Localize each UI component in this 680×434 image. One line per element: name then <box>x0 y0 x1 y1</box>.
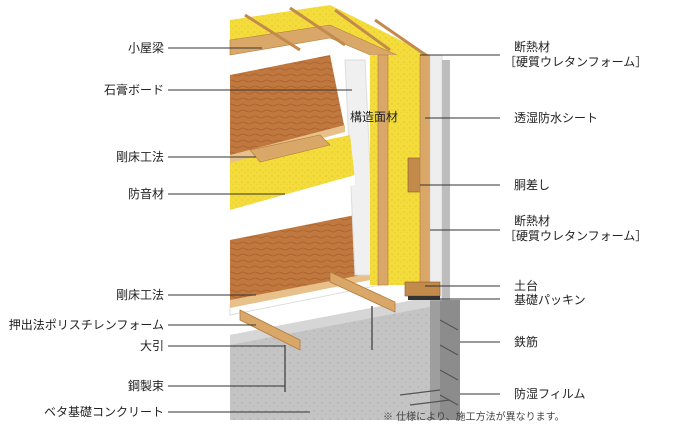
label-obiki: 大引 <box>139 339 164 353</box>
upper-floor <box>230 55 345 163</box>
label-gosho-kouhou-upper: 剛床工法 <box>115 150 164 164</box>
label-kiso-packing: 基礎パッキン <box>514 293 586 307</box>
steel-posts <box>284 306 373 392</box>
label-dousashi: 胴差し <box>514 178 551 192</box>
label-dodai: 土台 <box>514 279 539 293</box>
label-tekkin: 鉄筋 <box>514 335 539 349</box>
label-boushitsu-film: 防湿フィルム <box>514 387 586 401</box>
label-beta-kiso: ベタ基礎コンクリート <box>43 405 164 419</box>
label-kouzou-menzai: 構造面材 <box>350 110 399 124</box>
label-sekko-board: 石膏ボード <box>103 83 164 97</box>
label-kouseizuka: 鋼製束 <box>127 379 164 393</box>
label-bouonzai: 防音材 <box>127 187 164 201</box>
label-dannetsu-upper-material: ［硬質ウレタンフォーム］ <box>504 55 648 69</box>
label-dannetsu-lower-material: ［硬質ウレタンフォーム］ <box>504 229 648 243</box>
label-koyabari: 小屋梁 <box>127 41 164 55</box>
label-dannetsu-lower: 断熱材 <box>514 214 551 228</box>
obiki-beams <box>239 271 396 351</box>
exterior-wall <box>370 54 450 301</box>
rebar <box>399 319 459 406</box>
label-gosho-kouhou-lower: 剛床工法 <box>115 288 164 302</box>
spec-note: ※ 仕様により、施工方法が異なります。 <box>383 412 565 423</box>
roof <box>229 5 431 81</box>
label-polystyrene-foam: 押出法ポリスチレンフォーム <box>8 318 164 332</box>
label-touon-bousui: 透湿防水シート <box>514 111 599 125</box>
label-dannetsu-upper: 断熱材 <box>514 40 551 54</box>
